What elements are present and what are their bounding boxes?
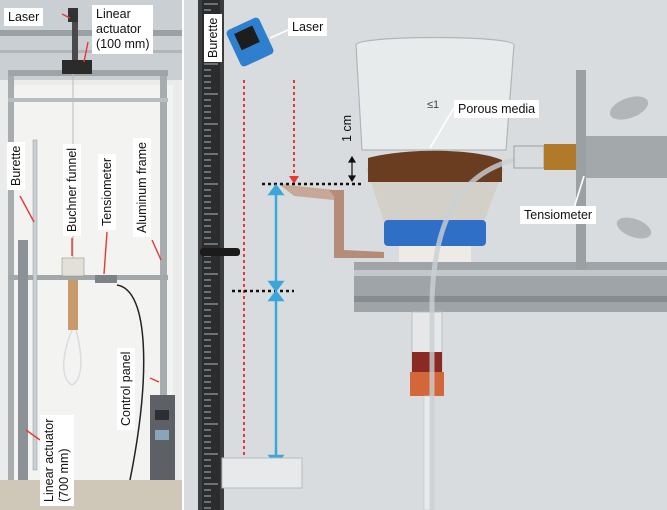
label-burette-left: Burette [7, 141, 25, 190]
reflector-plate [279, 184, 334, 200]
label-porous-media: Porous media [454, 100, 540, 118]
label-burette-right: Burette [204, 13, 222, 62]
laser-device [226, 17, 274, 67]
closeup-photo-drawing [198, 0, 667, 510]
label-control-panel: Control panel [117, 347, 135, 430]
label-line: Linear actuator [42, 418, 56, 502]
measurement-arrows [267, 183, 285, 467]
beaker [355, 36, 515, 151]
label-tensiometer-left: Tensiometer [98, 153, 116, 230]
label-line: (100 mm) [96, 37, 150, 51]
porous-media [368, 150, 502, 182]
linear-actuator-700mm [18, 240, 28, 505]
label-line: Linear [96, 7, 131, 21]
burette-ticks [204, 3, 218, 509]
beaker-marking: ≤1 [427, 99, 440, 111]
scale-arrow [347, 155, 357, 183]
aluminum-frame-right-post [160, 70, 167, 510]
closeup-photo-panel: Burette Laser Porous media 1 cm ≤1 Tensi… [184, 0, 667, 510]
label-line: actuator [96, 22, 142, 36]
buchner-funnel [61, 257, 85, 277]
linear-actuator-100mm [72, 10, 78, 70]
apparatus-photo-panel: Laser Linear actuator (100 mm) Burette B… [0, 0, 182, 510]
label-linear-actuator-700mm: Linear actuator (700 mm) [40, 414, 74, 506]
label-linear-actuator-100mm: Linear actuator (100 mm) [92, 5, 154, 54]
aluminum-rail [354, 262, 667, 312]
apparatus-photo-drawing [0, 0, 182, 510]
label-tensiometer-right: Tensiometer [520, 206, 597, 224]
label-aluminum-frame: Aluminum frame [133, 138, 151, 237]
label-line: (700 mm) [57, 448, 71, 502]
tubing [429, 157, 515, 510]
label-scale-1cm: 1 cm [340, 114, 354, 142]
aluminum-frame-left-post [8, 70, 14, 510]
burette-tube [32, 139, 38, 471]
tensiometer-body [584, 136, 667, 178]
label-pointers [269, 29, 585, 209]
rubber-stopper [412, 352, 442, 374]
label-laser-right: Laser [288, 18, 328, 36]
tensiometer-body [95, 275, 117, 283]
label-buchner-funnel: Buchner funnel [63, 143, 81, 236]
label-laser: Laser [4, 8, 44, 26]
funnel-clamp [384, 220, 486, 246]
